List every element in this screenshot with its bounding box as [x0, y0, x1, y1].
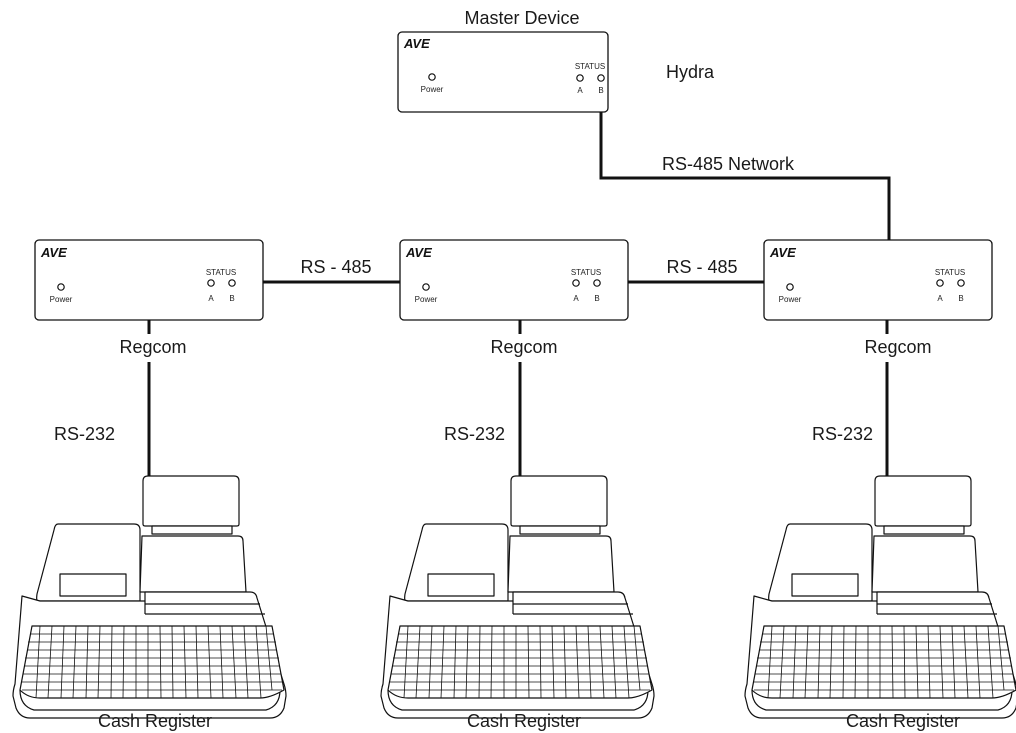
master-status-a-led-icon: [576, 74, 584, 82]
regcom-1-brand-logo: AVE: [40, 245, 67, 260]
master-power-led-icon: [428, 73, 436, 81]
master-brand-logo: AVE: [403, 36, 430, 51]
regcom-2-led-a-label: A: [573, 294, 579, 303]
cash-register-3: [744, 475, 1016, 719]
regcom-2-status-label: STATUS: [571, 268, 601, 277]
cash-register-1: [12, 475, 287, 719]
rs485-network-wire: [599, 112, 891, 240]
regcom-3-name: Regcom: [864, 337, 931, 357]
master-device-title: Master Device: [464, 8, 579, 28]
regcom-device-3: AVE Power STATUS A B: [763, 239, 993, 321]
rs232-3-label: RS-232: [812, 424, 873, 444]
rs232-2-label: RS-232: [444, 424, 505, 444]
master-led-a-label: A: [577, 86, 583, 95]
master-device: AVE Power STATUS A B: [397, 31, 609, 113]
master-device-name: Hydra: [666, 62, 715, 82]
regcom-3-led-a-label: A: [937, 294, 943, 303]
regcom-1-led-a-label: A: [208, 294, 214, 303]
rs485-link-2-label: RS - 485: [666, 257, 737, 277]
cash-register-2-label: Cash Register: [467, 711, 581, 731]
rs485-link-1-label: RS - 485: [300, 257, 371, 277]
master-power-label: Power: [421, 85, 444, 94]
network-label: RS-485 Network: [662, 154, 795, 174]
regcom-2-brand-logo: AVE: [405, 245, 432, 260]
regcom-1-name: Regcom: [119, 337, 186, 357]
cash-register-1-label: Cash Register: [98, 711, 212, 731]
regcom-1-status-label: STATUS: [206, 268, 236, 277]
master-status-label: STATUS: [575, 62, 605, 71]
cash-register-3-label: Cash Register: [846, 711, 960, 731]
master-status-b-led-icon: [597, 74, 605, 82]
master-led-b-label: B: [598, 86, 603, 95]
regcom-device-2: AVE Power STATUS A B: [399, 239, 629, 321]
rs232-1-label: RS-232: [54, 424, 115, 444]
regcom-3-brand-logo: AVE: [769, 245, 796, 260]
regcom-1-power-label: Power: [50, 295, 73, 304]
regcom-2-power-label: Power: [415, 295, 438, 304]
regcom-2-led-b-label: B: [594, 294, 599, 303]
cash-register-2: [380, 475, 655, 719]
regcom-3-status-label: STATUS: [935, 268, 965, 277]
regcom-3-power-label: Power: [779, 295, 802, 304]
regcom-2-name: Regcom: [490, 337, 557, 357]
regcom-device-1: AVE Power STATUS A B: [34, 239, 264, 321]
regcom-3-led-b-label: B: [958, 294, 963, 303]
regcom-1-led-b-label: B: [229, 294, 234, 303]
